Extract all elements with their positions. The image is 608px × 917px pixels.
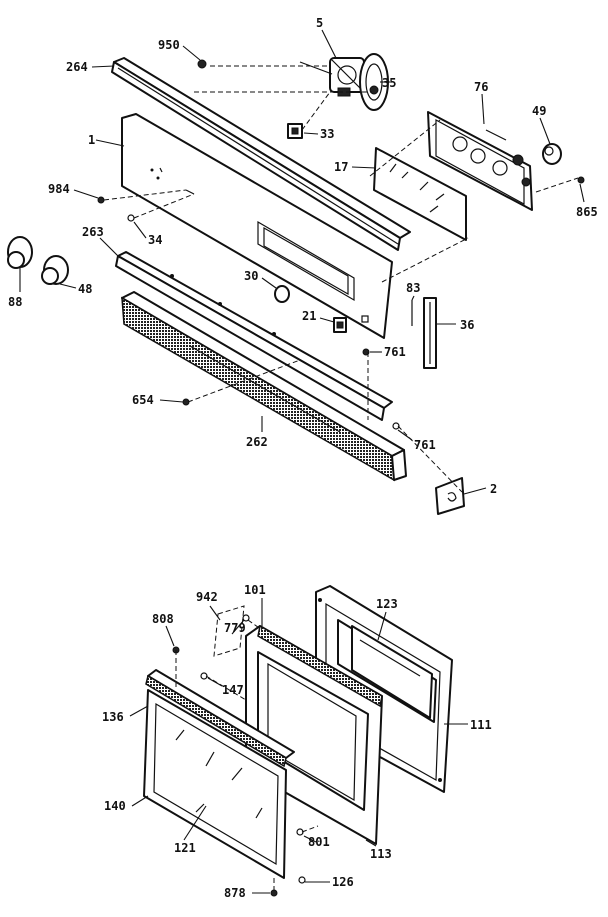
callout-1: 1 xyxy=(88,133,95,147)
screws-779 xyxy=(242,614,250,622)
callout-21: 21 xyxy=(302,309,316,323)
callout-76: 76 xyxy=(474,80,488,94)
callout-147: 147 xyxy=(222,683,244,697)
screw-865 xyxy=(577,176,585,184)
callout-113: 113 xyxy=(370,847,392,861)
callout-123: 123 xyxy=(376,597,398,611)
callout-264: 264 xyxy=(66,60,88,74)
callout-140: 140 xyxy=(104,799,126,813)
callout-33: 33 xyxy=(320,127,334,141)
callout-801: 801 xyxy=(308,835,330,849)
lower-assembly-lines xyxy=(175,619,319,893)
callout-263: 263 xyxy=(82,225,104,239)
end-cap-2 xyxy=(435,477,465,515)
knob-48 xyxy=(41,255,69,285)
callout-30: 30 xyxy=(244,269,258,283)
callout-950: 950 xyxy=(158,38,180,52)
callout-761-upper: 761 xyxy=(384,345,406,359)
leader-lines xyxy=(19,29,585,894)
cap-30 xyxy=(274,285,290,303)
clip-33 xyxy=(287,123,303,139)
screw-147 xyxy=(200,672,208,680)
screw-761-lower xyxy=(392,422,400,430)
trim-36 xyxy=(423,297,437,369)
callout-761-lower: 761 xyxy=(414,438,436,452)
callout-136: 136 xyxy=(102,710,124,724)
callout-262: 262 xyxy=(246,435,268,449)
callout-984: 984 xyxy=(48,182,70,196)
callout-17: 17 xyxy=(334,160,348,174)
screw-950 xyxy=(197,59,207,69)
callout-35: 35 xyxy=(382,76,396,90)
callout-5: 5 xyxy=(316,16,323,30)
screw-984 xyxy=(97,196,105,204)
callout-126: 126 xyxy=(332,875,354,889)
callout-labels: 264 950 5 35 76 49 33 1 17 984 865 263 3… xyxy=(8,16,598,900)
callout-88: 88 xyxy=(8,295,22,309)
outer-door-panel xyxy=(143,689,287,879)
callout-49: 49 xyxy=(532,104,546,118)
backguard-panel xyxy=(121,113,393,339)
knob-49 xyxy=(542,143,562,165)
bracket-942 xyxy=(213,605,245,657)
callout-808: 808 xyxy=(152,612,174,626)
callout-101: 101 xyxy=(244,583,266,597)
callout-36: 36 xyxy=(460,318,474,332)
callout-654: 654 xyxy=(132,393,154,407)
screw-34 xyxy=(127,214,135,222)
callout-111: 111 xyxy=(470,718,492,732)
screw-126 xyxy=(298,876,306,884)
overlay-panel-17 xyxy=(373,147,467,241)
clip-21 xyxy=(333,317,347,333)
top-trim-strip xyxy=(111,57,411,251)
door-top-trim xyxy=(145,669,295,768)
callout-2: 2 xyxy=(490,482,497,496)
callout-878: 878 xyxy=(224,886,246,900)
upper-assembly-lines xyxy=(103,65,579,493)
callout-48: 48 xyxy=(78,282,92,296)
callout-34: 34 xyxy=(148,233,162,247)
callout-865: 865 xyxy=(576,205,598,219)
bracket-263 xyxy=(115,251,393,421)
callout-121: 121 xyxy=(174,841,196,855)
callout-779: 779 xyxy=(224,621,246,635)
callout-83: 83 xyxy=(406,281,420,295)
door-liner-frame xyxy=(245,624,383,845)
knob-88 xyxy=(7,236,33,269)
clock-motor xyxy=(299,57,365,97)
callout-942: 942 xyxy=(196,590,218,604)
control-board xyxy=(427,111,533,211)
inner-glass-123 xyxy=(351,625,433,719)
